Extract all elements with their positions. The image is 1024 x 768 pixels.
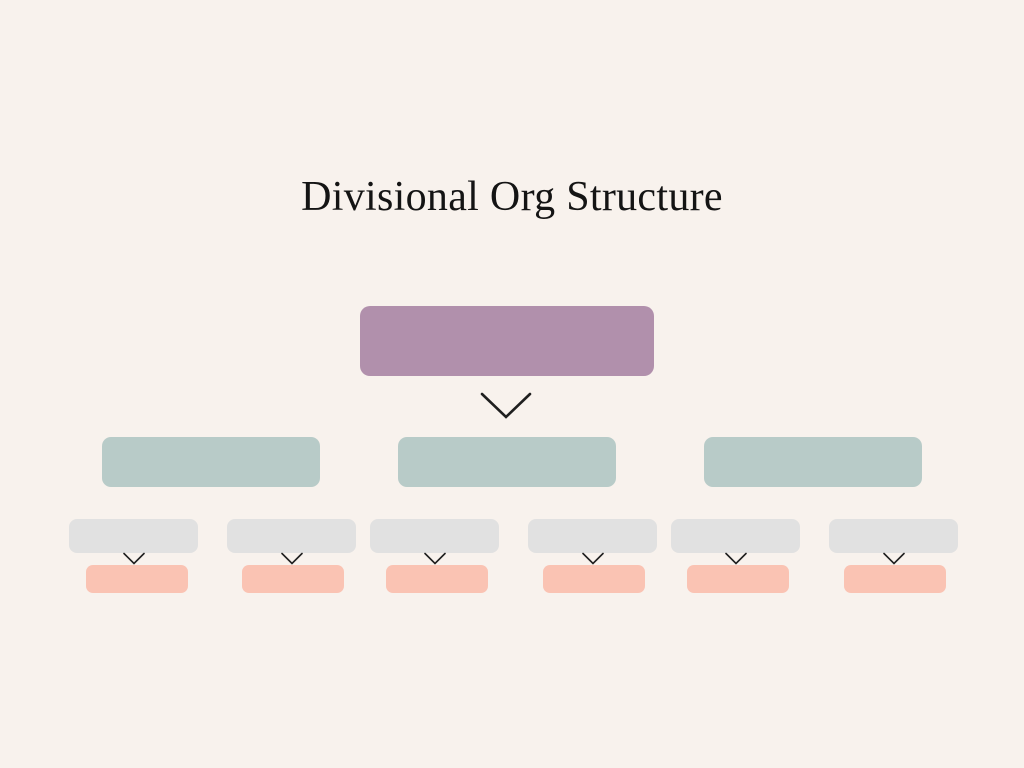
department-node-box — [69, 519, 198, 553]
division-node-box — [398, 437, 616, 487]
chevron-down-icon — [281, 552, 303, 566]
team-node-box — [86, 565, 188, 593]
department-node-box — [528, 519, 657, 553]
chevron-down-icon — [725, 552, 747, 566]
team-node-box — [242, 565, 344, 593]
department-node-box — [671, 519, 800, 553]
team-node-box — [543, 565, 645, 593]
team-node-box — [386, 565, 488, 593]
division-node-box — [704, 437, 922, 487]
team-node-box — [687, 565, 789, 593]
chevron-down-icon — [883, 552, 905, 566]
chevron-down-icon — [123, 552, 145, 566]
root-node-box — [360, 306, 654, 376]
department-node-box — [227, 519, 356, 553]
department-node-box — [829, 519, 958, 553]
page-title: Divisional Org Structure — [301, 174, 723, 220]
chevron-down-icon — [582, 552, 604, 566]
division-node-box — [102, 437, 320, 487]
department-node-box — [370, 519, 499, 553]
chevron-down-icon — [480, 392, 532, 420]
team-node-box — [844, 565, 946, 593]
chevron-down-icon — [424, 552, 446, 566]
